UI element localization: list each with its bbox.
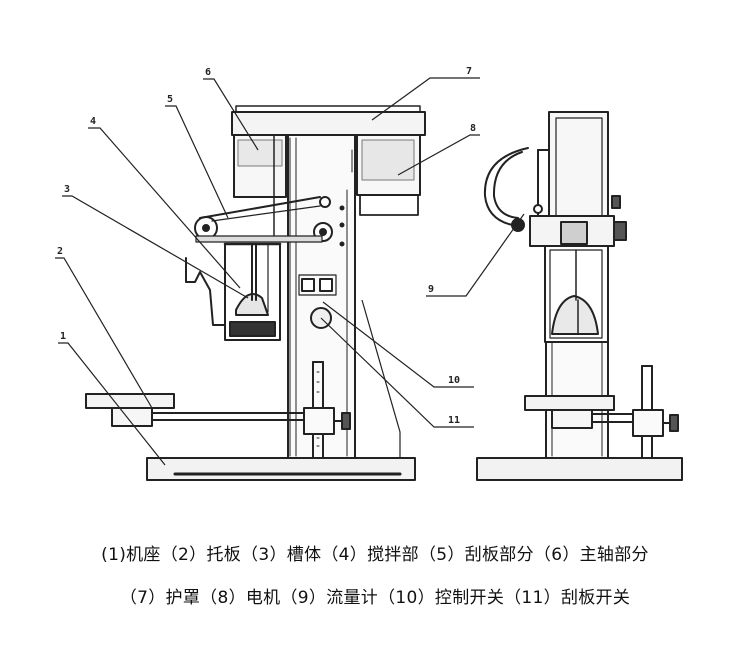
main-column	[287, 134, 356, 459]
label-3: 3	[64, 184, 70, 195]
spindle-housing	[233, 134, 287, 236]
tank-body	[185, 242, 282, 341]
support-plate	[85, 393, 305, 427]
label-10: 10	[448, 375, 460, 386]
label-4: 4	[90, 116, 96, 127]
side-base	[476, 457, 683, 481]
label-7: 7	[466, 66, 472, 77]
label-6: 6	[205, 67, 211, 78]
label-11: 11	[448, 415, 460, 426]
caption-line-1: (1)机座（2）托板（3）槽体（4）搅拌部（5）刮板部分（6）主轴部分	[101, 545, 649, 565]
flowmeter	[483, 147, 543, 232]
caption-line-2: （7）护罩（8）电机（9）流量计（10）控制开关（11）刮板开关	[119, 588, 631, 608]
label-9: 9	[428, 284, 434, 295]
belt-drive	[194, 196, 333, 243]
label-2: 2	[57, 246, 63, 257]
front-view	[85, 105, 426, 481]
part-labels: 1 2 3 4 5 6 7 8 9 10 11	[57, 66, 476, 426]
side-gearbox	[529, 215, 627, 247]
motor	[351, 134, 421, 216]
label-5: 5	[167, 94, 173, 105]
indicator-dots	[339, 205, 345, 247]
side-support-plate	[524, 395, 637, 429]
base-part	[146, 457, 416, 481]
leader-lines	[55, 77, 525, 466]
label-1: 1	[60, 331, 66, 342]
control-switch	[298, 274, 337, 296]
side-motor-housing	[537, 111, 621, 241]
side-lift-rod	[632, 365, 679, 459]
label-8: 8	[470, 123, 476, 134]
guard-cover	[231, 105, 426, 136]
side-tank	[544, 245, 609, 343]
side-view	[476, 111, 683, 481]
machine-diagram: 1 2 3 4 5 6 7 8 9 10 11	[55, 66, 683, 481]
lift-rod	[303, 361, 351, 459]
